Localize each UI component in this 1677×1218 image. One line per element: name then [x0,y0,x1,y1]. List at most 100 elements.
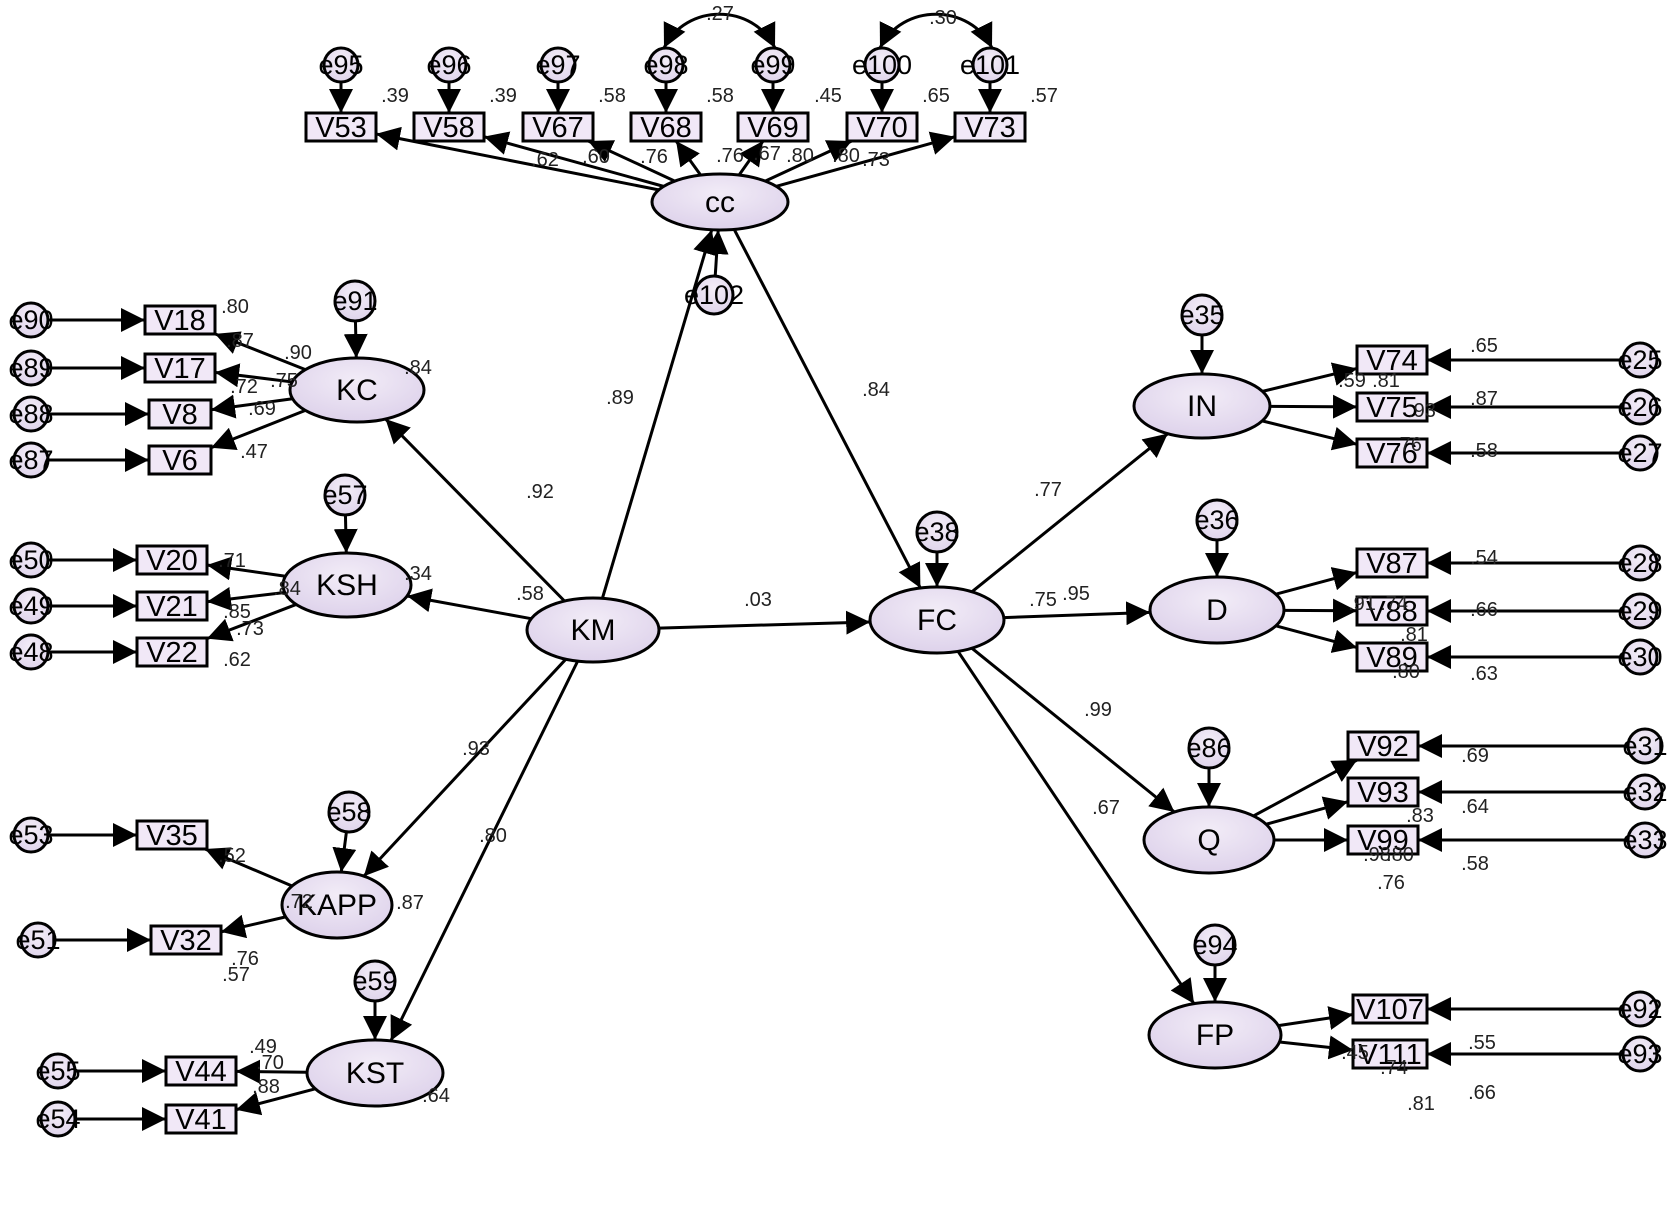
observed-label-V6: V6 [162,445,197,477]
observed-V58 [412,111,486,143]
path-KM-KC [384,417,566,603]
estimate-label: .98 [1363,844,1391,866]
estimate-label: .62 [531,149,559,171]
estimate-label: .88 [252,1076,280,1098]
estimate-label: .72 [285,891,313,913]
observed-label-V21: V21 [146,591,198,623]
loading-cc-V53 [375,126,660,192]
loading-cc-V67 [587,139,676,183]
estimate-label: .75 [1029,589,1057,611]
estimate-label: .80 [786,145,814,167]
observed-V21 [135,590,209,622]
loading-KST-V44 [235,1059,308,1084]
loading-IN-V74 [1262,362,1358,393]
observed-label-V17: V17 [154,353,206,385]
error-path-e102-cc [704,229,729,277]
error-label-e48: e48 [8,637,53,667]
error-label-e97: e97 [535,50,580,80]
observed-label-V58: V58 [423,112,475,144]
error-e94 [1193,923,1237,967]
path-coef-KM-cc: .89 [606,387,634,409]
error-path-e58-KAPP [332,831,357,873]
error-label-e90: e90 [8,305,53,335]
estimate-label: .52 [218,845,246,867]
observed-V88 [1355,595,1429,627]
latent-FC [868,585,1006,655]
loading-FP-V111 [1279,1035,1354,1060]
error-label-e51: e51 [15,925,60,955]
path-KM-KAPP [362,658,567,878]
latent-label-cc: cc [705,186,735,219]
error-label-e35: e35 [1179,300,1224,330]
observed-label-V35: V35 [146,820,198,852]
covariance-e98-e99 [662,12,777,49]
loading-D-V89 [1275,624,1358,653]
path-FC-Q [970,647,1176,814]
error-label-e27: e27 [1617,438,1662,468]
estimate-label: .65 [1470,335,1498,357]
observed-V35 [135,819,209,851]
observed-V75 [1355,391,1429,423]
latent-KSH [281,551,413,619]
error-label-e102: e102 [684,280,744,310]
error-e48 [12,633,50,671]
error-e96 [430,46,468,84]
observed-label-V22: V22 [146,637,198,669]
loading-cc-V68 [674,140,702,177]
loading-cc-V69 [737,140,765,176]
error-label-e26: e26 [1617,392,1662,422]
estimate-label: .83 [1406,805,1434,827]
estimate-label: .80 [832,145,860,167]
observed-V107 [1351,993,1429,1025]
estimate-label: .58 [598,85,626,107]
loading-KST-V41 [235,1087,316,1116]
latent-label-KST: KST [346,1057,404,1090]
estimate-label: .87 [226,330,254,352]
observed-label-V20: V20 [146,545,198,577]
path-KM-cc [600,229,717,599]
observed-label-V88: V88 [1366,596,1418,628]
estimate-label: .84 [273,578,301,600]
observed-V32 [149,924,223,956]
observed-V44 [164,1055,238,1087]
estimate-label: .81 [1400,624,1428,646]
path-coef-FC-Q: .99 [1084,699,1112,721]
estimate-label: .59 [1338,370,1366,392]
observed-V70 [845,111,919,143]
estimate-label: .72 [230,376,258,398]
observed-label-V70: V70 [856,112,908,144]
estimate-label: .60 [582,146,610,168]
error-label-e50: e50 [8,545,53,575]
estimate-label: .87 [1470,388,1498,410]
error-e36 [1195,498,1239,542]
latent-D [1148,575,1286,645]
error-label-e36: e36 [1194,505,1239,535]
error-e51 [19,921,57,959]
error-label-e30: e30 [1617,642,1662,672]
coefficients-layer: .89.92.58.93.80.03.84.77.95.99.67.27.30.… [218,3,1498,1115]
estimate-label: .66 [1468,1082,1496,1104]
error-e97 [539,46,577,84]
observed-V6 [147,444,213,476]
error-e102 [693,274,735,316]
observed-label-V89: V89 [1366,642,1418,674]
observed-label-V74: V74 [1366,345,1418,377]
estimate-label: .62 [223,649,251,671]
estimate-label: .73 [236,618,264,640]
error-label-e57: e57 [322,480,367,510]
error-label-e96: e96 [426,50,471,80]
observed-label-V8: V8 [162,399,197,431]
observed-V73 [953,111,1027,143]
estimate-label: .58 [1470,440,1498,462]
path-coef-KM-KSH: .58 [516,583,544,605]
error-e101 [971,46,1009,84]
latent-IN [1132,372,1272,440]
loading-FP-V107 [1278,1006,1354,1030]
error-e35 [1180,293,1224,337]
path-coef-KM-KST: .80 [479,825,507,847]
error-label-e59: e59 [352,966,397,996]
observed-label-V87: V87 [1366,548,1418,580]
error-e88 [12,395,50,433]
path-coef-FC-IN: .77 [1034,479,1062,501]
